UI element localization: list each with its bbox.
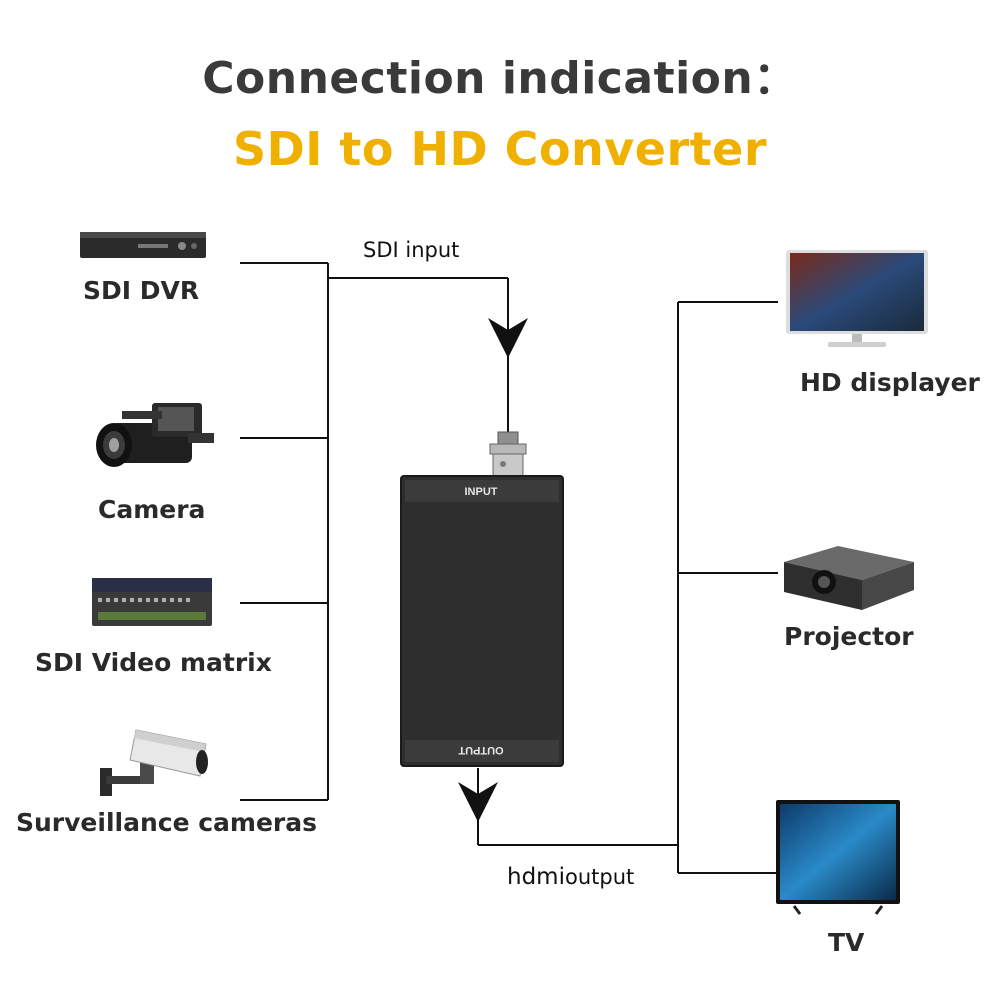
video-matrix-icon — [92, 578, 212, 626]
cctv-camera-icon — [100, 729, 208, 796]
projector-icon — [784, 546, 914, 610]
converter-output-label: OUTPUT — [458, 744, 504, 756]
source-label-sdi-dvr: SDI DVR — [83, 276, 200, 305]
output-label-hd-displayer: HD displayer — [800, 368, 980, 397]
sdi-input-label: SDI input — [363, 238, 460, 262]
source-label-surveillance-cameras: Surveillance cameras — [16, 808, 318, 837]
source-label-sdi-video-matrix: SDI Video matrix — [35, 648, 272, 677]
converter-device-icon: INPUT OUTPUT — [400, 431, 564, 767]
hdmi-output-label: hdmioutput — [507, 864, 634, 890]
converter-input-label: INPUT — [465, 486, 498, 498]
input-arrow-icon — [488, 318, 528, 358]
monitor-icon — [786, 250, 928, 347]
source-label-camera: Camera — [98, 495, 206, 524]
output-label-projector: Projector — [784, 622, 914, 651]
tv-icon — [776, 800, 900, 915]
page-title: Connection indication： — [202, 53, 798, 104]
output-arrow-icon — [458, 782, 498, 822]
dvr-icon — [80, 232, 206, 258]
page-subtitle: SDI to HD Converter — [232, 122, 768, 176]
hdmi-output-label-suffix: output — [564, 865, 635, 889]
camcorder-icon — [96, 403, 214, 467]
hdmi-output-label-main: hdmi — [507, 864, 565, 890]
output-label-tv: TV — [828, 928, 865, 957]
